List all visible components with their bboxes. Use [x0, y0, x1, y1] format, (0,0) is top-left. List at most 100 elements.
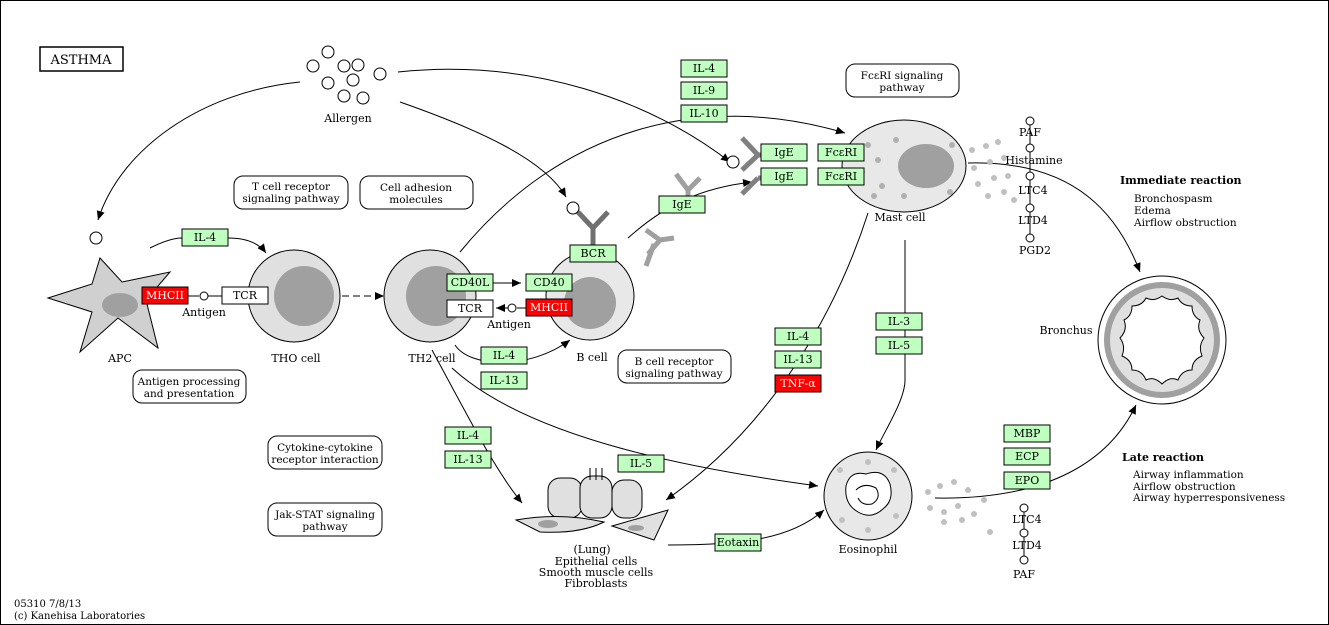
svg-text:signaling pathway: signaling pathway	[625, 368, 722, 380]
edge-il4-th0	[227, 237, 267, 254]
late-item-1: Airway inflammation	[1132, 469, 1244, 481]
gene-cd40[interactable]: CD40	[525, 273, 573, 292]
pathway-fceri-signaling[interactable]: FcεRI signaling pathway	[845, 63, 960, 98]
mast-cell-nucleus	[898, 144, 954, 188]
gene-mbp[interactable]: MBP	[1003, 424, 1051, 443]
immediate-item-3: Airflow obstruction	[1133, 217, 1237, 229]
svg-text:B cell receptor: B cell receptor	[635, 356, 715, 368]
gene-il4-bcell[interactable]: IL-4	[480, 346, 528, 365]
gene-il3[interactable]: IL-3	[875, 312, 923, 331]
title-box	[39, 46, 124, 72]
gene-tcr-th2[interactable]: TCR	[446, 299, 494, 318]
gene-il4-mid[interactable]: IL-4	[774, 327, 822, 346]
bronchus	[1097, 275, 1227, 405]
pathway-cell-adhesion[interactable]: Cell adhesion molecules	[359, 175, 474, 210]
b-cell-nucleus	[564, 277, 616, 329]
svg-text:IgE: IgE	[774, 146, 793, 159]
gene-tnf-alpha[interactable]: TNF-α	[774, 374, 822, 393]
mast-mediators: PAF Histamine LTC4 LTD4 PGD2	[1005, 116, 1063, 257]
svg-text:IL-4: IL-4	[693, 62, 715, 75]
bronchus-label: Bronchus	[1039, 324, 1092, 337]
gene-bcr[interactable]: BCR	[569, 244, 617, 263]
gene-il13-bcell[interactable]: IL-13	[480, 371, 528, 390]
svg-text:CD40: CD40	[533, 276, 564, 289]
svg-text:signaling pathway: signaling pathway	[242, 193, 339, 205]
pathway-bcr-signaling[interactable]: B cell receptor signaling pathway	[617, 349, 732, 384]
svg-text:IL-4: IL-4	[194, 231, 216, 244]
bcell-label: B cell	[576, 351, 608, 364]
edge-th2-mast	[459, 115, 846, 253]
svg-text:IL-13: IL-13	[489, 374, 518, 387]
svg-text:FcεRI signaling: FcεRI signaling	[861, 70, 944, 82]
svg-text:BCR: BCR	[581, 247, 607, 260]
gene-eotaxin[interactable]: Eotaxin	[714, 533, 762, 552]
gene-il9-top[interactable]: IL-9	[680, 81, 728, 100]
pathway-antigen-processing[interactable]: Antigen processing and presentation	[132, 369, 247, 404]
gene-fceri-1[interactable]: FcεRI	[817, 143, 865, 162]
gene-cd40l[interactable]: CD40L	[446, 273, 494, 292]
svg-text:IL-5: IL-5	[888, 339, 910, 352]
gene-mhcii-bcell[interactable]: MHCII	[525, 298, 573, 317]
allergen-label: Allergen	[323, 112, 371, 125]
gene-epo[interactable]: EPO	[1003, 471, 1051, 490]
svg-text:TCR: TCR	[233, 289, 258, 302]
gene-il5-lung[interactable]: IL-5	[617, 454, 665, 473]
svg-text:MBP: MBP	[1014, 427, 1041, 440]
svg-text:IL-13: IL-13	[453, 453, 482, 466]
immediate-reaction-title: Immediate reaction	[1120, 174, 1242, 187]
svg-text:IL-13: IL-13	[783, 353, 812, 366]
gene-il10-top[interactable]: IL-10	[680, 104, 728, 123]
ige-antibody-3	[643, 243, 657, 267]
pathway-jak-stat[interactable]: Jak-STAT signaling pathway	[267, 502, 383, 537]
eosinophil-granules	[837, 459, 899, 533]
gene-fceri-2[interactable]: FcεRI	[817, 167, 865, 186]
gene-ige-free[interactable]: IgE	[658, 195, 706, 214]
mediator-paf-eos: PAF	[1013, 568, 1035, 581]
svg-text:pathway: pathway	[302, 521, 347, 533]
lung-label-1: (Lung)	[573, 543, 610, 556]
svg-text:Cell adhesion: Cell adhesion	[380, 182, 452, 194]
lung-label-4: Fibroblasts	[565, 577, 628, 590]
svg-text:FcεRI: FcεRI	[825, 146, 857, 159]
late-item-3: Airway hyperresponsiveness	[1132, 492, 1285, 504]
svg-text:Jak-STAT signaling: Jak-STAT signaling	[274, 509, 375, 521]
mediator-pgd2: PGD2	[1019, 244, 1051, 257]
immediate-item-1: Bronchospasm	[1134, 193, 1213, 205]
mast-label: Mast cell	[874, 211, 926, 224]
svg-text:pathway: pathway	[879, 82, 924, 94]
svg-text:IL-10: IL-10	[689, 107, 718, 120]
footer-copyright: (c) Kanehisa Laboratories	[14, 611, 145, 622]
gene-ige-1[interactable]: IgE	[760, 143, 808, 162]
eosinophil-nucleus-inner	[855, 484, 879, 505]
svg-text:TCR: TCR	[458, 302, 483, 315]
gene-ige-2[interactable]: IgE	[760, 167, 808, 186]
antigen-on-ige	[726, 155, 740, 169]
footer-version: 05310 7/8/13	[14, 599, 81, 610]
svg-text:TNF-α: TNF-α	[780, 377, 816, 390]
edge-allergen-ige	[397, 68, 731, 163]
gene-mhcii-apc[interactable]: MHCII	[141, 286, 189, 305]
gene-il13-mid[interactable]: IL-13	[774, 350, 822, 369]
gene-il4-lung[interactable]: IL-4	[444, 426, 492, 445]
mast-released-granules	[969, 139, 1017, 203]
immediate-item-2: Edema	[1134, 205, 1171, 217]
gene-il4-apc[interactable]: IL-4	[181, 228, 229, 247]
gene-ecp[interactable]: ECP	[1003, 447, 1051, 466]
allergen-cluster	[306, 45, 387, 105]
pathway-tcr-signaling[interactable]: T cell receptor signaling pathway	[233, 175, 349, 210]
svg-text:IL-5: IL-5	[630, 457, 652, 470]
gene-il5-mast[interactable]: IL-5	[875, 336, 923, 355]
mediator-ltc4-eos: LTC4	[1012, 513, 1041, 526]
late-item-2: Airflow obstruction	[1132, 481, 1236, 493]
edge-allergen-bcell	[399, 101, 567, 198]
gene-tcr-th0[interactable]: TCR	[221, 286, 269, 305]
gene-il13-lung[interactable]: IL-13	[444, 450, 492, 469]
gene-il4-top[interactable]: IL-4	[680, 59, 728, 78]
pathway-cytokine[interactable]: Cytokine-cytokine receptor interaction	[267, 435, 383, 470]
apc-label: APC	[107, 352, 132, 365]
svg-text:MHCII: MHCII	[146, 289, 184, 302]
eosinophil-nucleus	[845, 471, 892, 516]
svg-text:FcεRI: FcεRI	[825, 170, 857, 183]
svg-text:IL-9: IL-9	[693, 84, 715, 97]
